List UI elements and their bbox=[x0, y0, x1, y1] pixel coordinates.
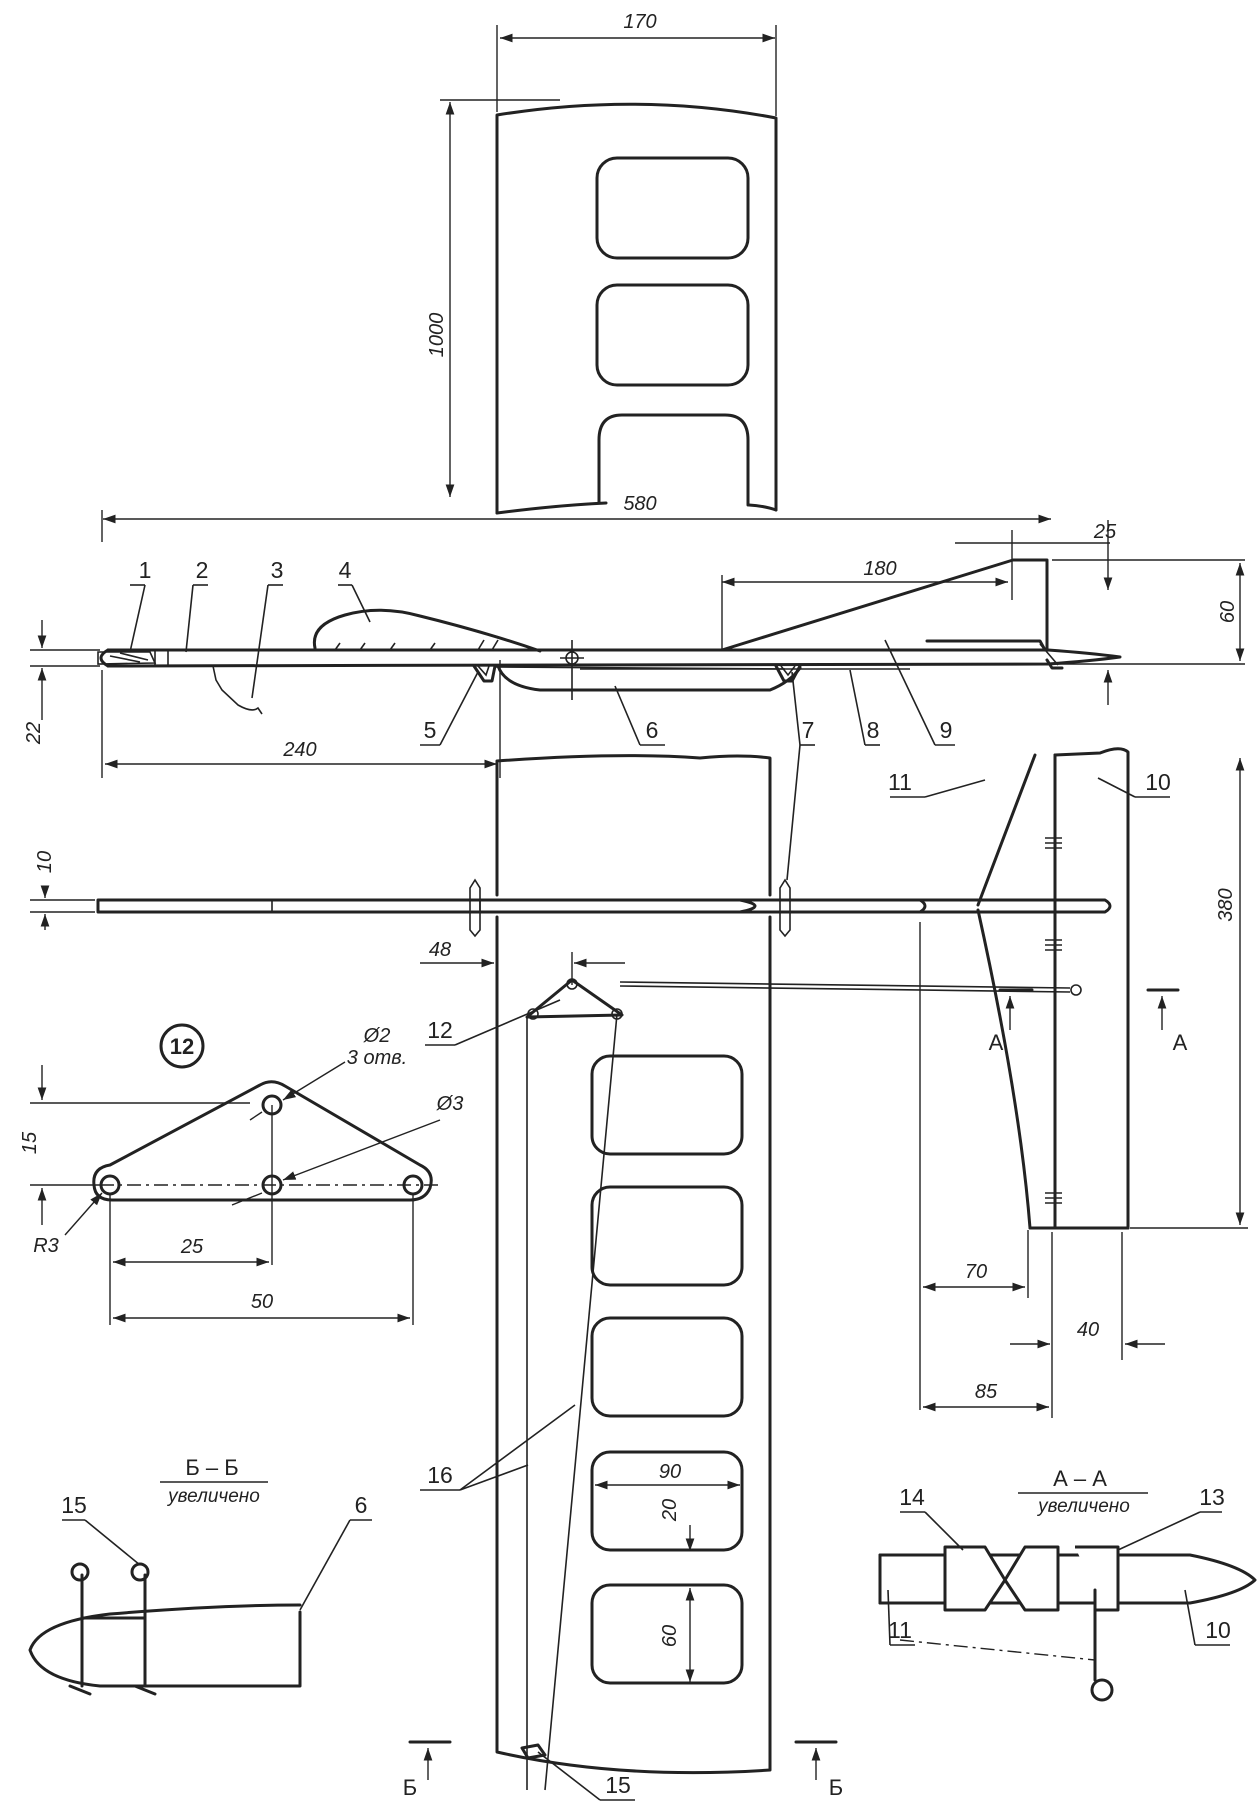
wing-top-view bbox=[495, 102, 778, 515]
section-b-b: Б – Б увеличено bbox=[28, 1455, 302, 1696]
callout-14: 14 bbox=[899, 1484, 925, 1510]
callout-9: 9 bbox=[940, 717, 953, 743]
callout-16: 16 bbox=[427, 1462, 453, 1488]
detail-12: 12 15 25 50 Ø2 3 отв. Ø3 R3 bbox=[19, 1023, 464, 1325]
section-b-right: Б bbox=[829, 1775, 843, 1800]
r3-label: R3 bbox=[33, 1235, 59, 1257]
section-b-left: Б bbox=[403, 1775, 417, 1800]
dim-580-label: 580 bbox=[623, 493, 656, 515]
dim-10-label: 10 bbox=[34, 851, 56, 873]
callout-10b: 10 bbox=[1205, 1617, 1231, 1643]
dim-20-label: 20 bbox=[659, 1499, 681, 1522]
dim-22-label: 22 bbox=[23, 722, 45, 745]
wing-lower-view bbox=[495, 754, 1082, 1791]
dim-380-label: 380 bbox=[1215, 888, 1237, 921]
callout-11b: 11 bbox=[888, 1617, 912, 1643]
dim-1000-label: 1000 bbox=[426, 313, 448, 358]
fuselage-side-view bbox=[97, 558, 1122, 715]
detail-12-badge: 12 bbox=[170, 1034, 194, 1059]
dim-170: 170 bbox=[496, 11, 777, 116]
callout-3: 3 bbox=[271, 557, 284, 583]
dim-1000: 1000 bbox=[426, 99, 560, 497]
top-view-dimensions: 10 380 48 70 40 85 90 20 60 bbox=[30, 758, 1248, 1682]
dim-60b-label: 60 bbox=[659, 1625, 681, 1647]
dim-70-label: 70 bbox=[965, 1261, 987, 1283]
section-a-left: А bbox=[989, 1030, 1004, 1055]
dim-240-label: 240 bbox=[282, 739, 316, 761]
callout-6b: 6 bbox=[355, 1492, 368, 1518]
section-aa-title: А – А bbox=[1053, 1466, 1107, 1491]
section-bb-title: Б – Б bbox=[185, 1455, 238, 1480]
dim-48-label: 48 bbox=[429, 939, 451, 961]
callout-6: 6 bbox=[646, 717, 659, 743]
callout-15b: 15 bbox=[605, 1772, 631, 1798]
callout-1: 1 bbox=[139, 557, 152, 583]
fuselage-top-view bbox=[96, 878, 1112, 938]
section-a-a: А – А увеличено bbox=[878, 1466, 1257, 1702]
dia2-label: Ø2 bbox=[363, 1025, 391, 1047]
callout-15a: 15 bbox=[61, 1492, 87, 1518]
callout-11: 11 bbox=[888, 769, 912, 795]
dim-580: 580 bbox=[101, 493, 1051, 542]
callout-13: 13 bbox=[1199, 1484, 1225, 1510]
callout-5: 5 bbox=[424, 717, 437, 743]
callout-2: 2 bbox=[196, 557, 209, 583]
dia3-label: Ø3 bbox=[436, 1093, 464, 1115]
dim-180-label: 180 bbox=[863, 558, 896, 580]
callout-12: 12 bbox=[427, 1017, 453, 1043]
callout-10: 10 bbox=[1145, 769, 1171, 795]
dim-25b-label: 25 bbox=[180, 1236, 204, 1258]
dim-170-label: 170 bbox=[623, 11, 656, 33]
stabilizer-top-view bbox=[976, 747, 1130, 1230]
side-view-dimensions: 60 25 180 22 240 bbox=[23, 520, 1245, 778]
dim-25-label: 25 bbox=[1093, 521, 1117, 543]
section-bb-subtitle: увеличено bbox=[166, 1486, 260, 1507]
section-marks: А А Б Б bbox=[403, 988, 1188, 1800]
callout-8: 8 bbox=[867, 717, 880, 743]
callout-7: 7 bbox=[802, 717, 815, 743]
dim-50-label: 50 bbox=[251, 1291, 273, 1313]
section-a-right: А bbox=[1173, 1030, 1188, 1055]
dim-15-label: 15 bbox=[19, 1131, 41, 1154]
dim-85-label: 85 bbox=[975, 1381, 998, 1403]
callout-labels: 1 2 3 4 5 6 7 8 9 10 11 12 13 14 10 11 1… bbox=[61, 557, 1231, 1801]
dim-40-label: 40 bbox=[1077, 1319, 1099, 1341]
section-aa-subtitle: увеличено bbox=[1036, 1496, 1130, 1517]
callout-4: 4 bbox=[339, 557, 352, 583]
dim-60-label: 60 bbox=[1217, 601, 1239, 623]
dim-90-label: 90 bbox=[659, 1461, 681, 1483]
holes-label: 3 отв. bbox=[347, 1047, 407, 1069]
